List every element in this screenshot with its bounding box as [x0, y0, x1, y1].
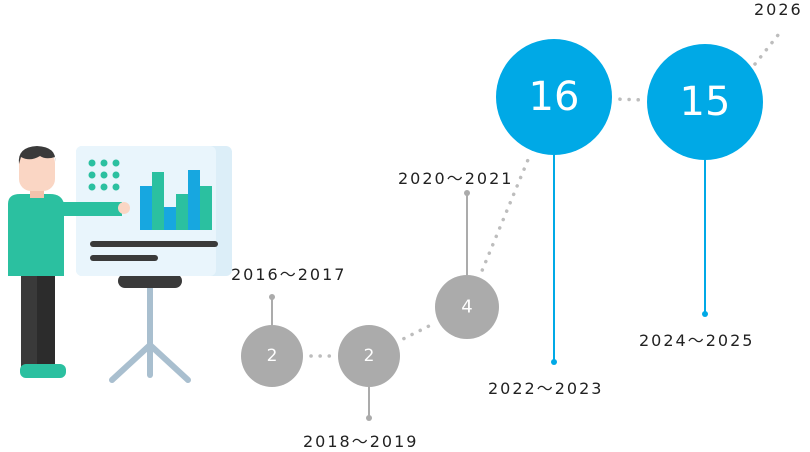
chart-board-icon	[76, 146, 232, 276]
stem-dot-3	[551, 359, 557, 365]
node-count-2024: 15	[679, 79, 731, 125]
presenter-with-chart-board-icon	[8, 146, 232, 383]
stem-dot-2	[464, 190, 470, 196]
node-circle-3	[496, 39, 612, 155]
period-label-2022: 2022～2023	[488, 379, 604, 398]
connector-3	[618, 97, 641, 102]
period-label-2016: 2016～2017	[231, 265, 347, 284]
node-circle-0	[241, 325, 303, 387]
node-circle-2	[435, 275, 499, 339]
presenter-person-icon	[8, 146, 130, 378]
period-label-next: 2026	[754, 0, 803, 19]
stem-dot-1	[366, 415, 372, 421]
period-label-2020: 2020～2021	[398, 169, 514, 188]
node-count-2020: 4	[461, 296, 473, 318]
node-circle-4	[647, 44, 763, 160]
stem-dot-4	[702, 311, 708, 317]
period-label-2024: 2024～2025	[639, 331, 755, 350]
node-count-2018: 2	[363, 346, 375, 366]
connector-1	[402, 323, 433, 341]
node-circle-1	[338, 325, 400, 387]
node-count-2022: 16	[528, 74, 580, 120]
stem-dot-0	[269, 294, 275, 300]
connector-2	[480, 156, 531, 272]
period-label-2018: 2018～2019	[303, 432, 419, 451]
easel-stand-icon	[109, 277, 191, 383]
connector-next	[753, 28, 784, 66]
node-count-2016: 2	[266, 346, 278, 366]
